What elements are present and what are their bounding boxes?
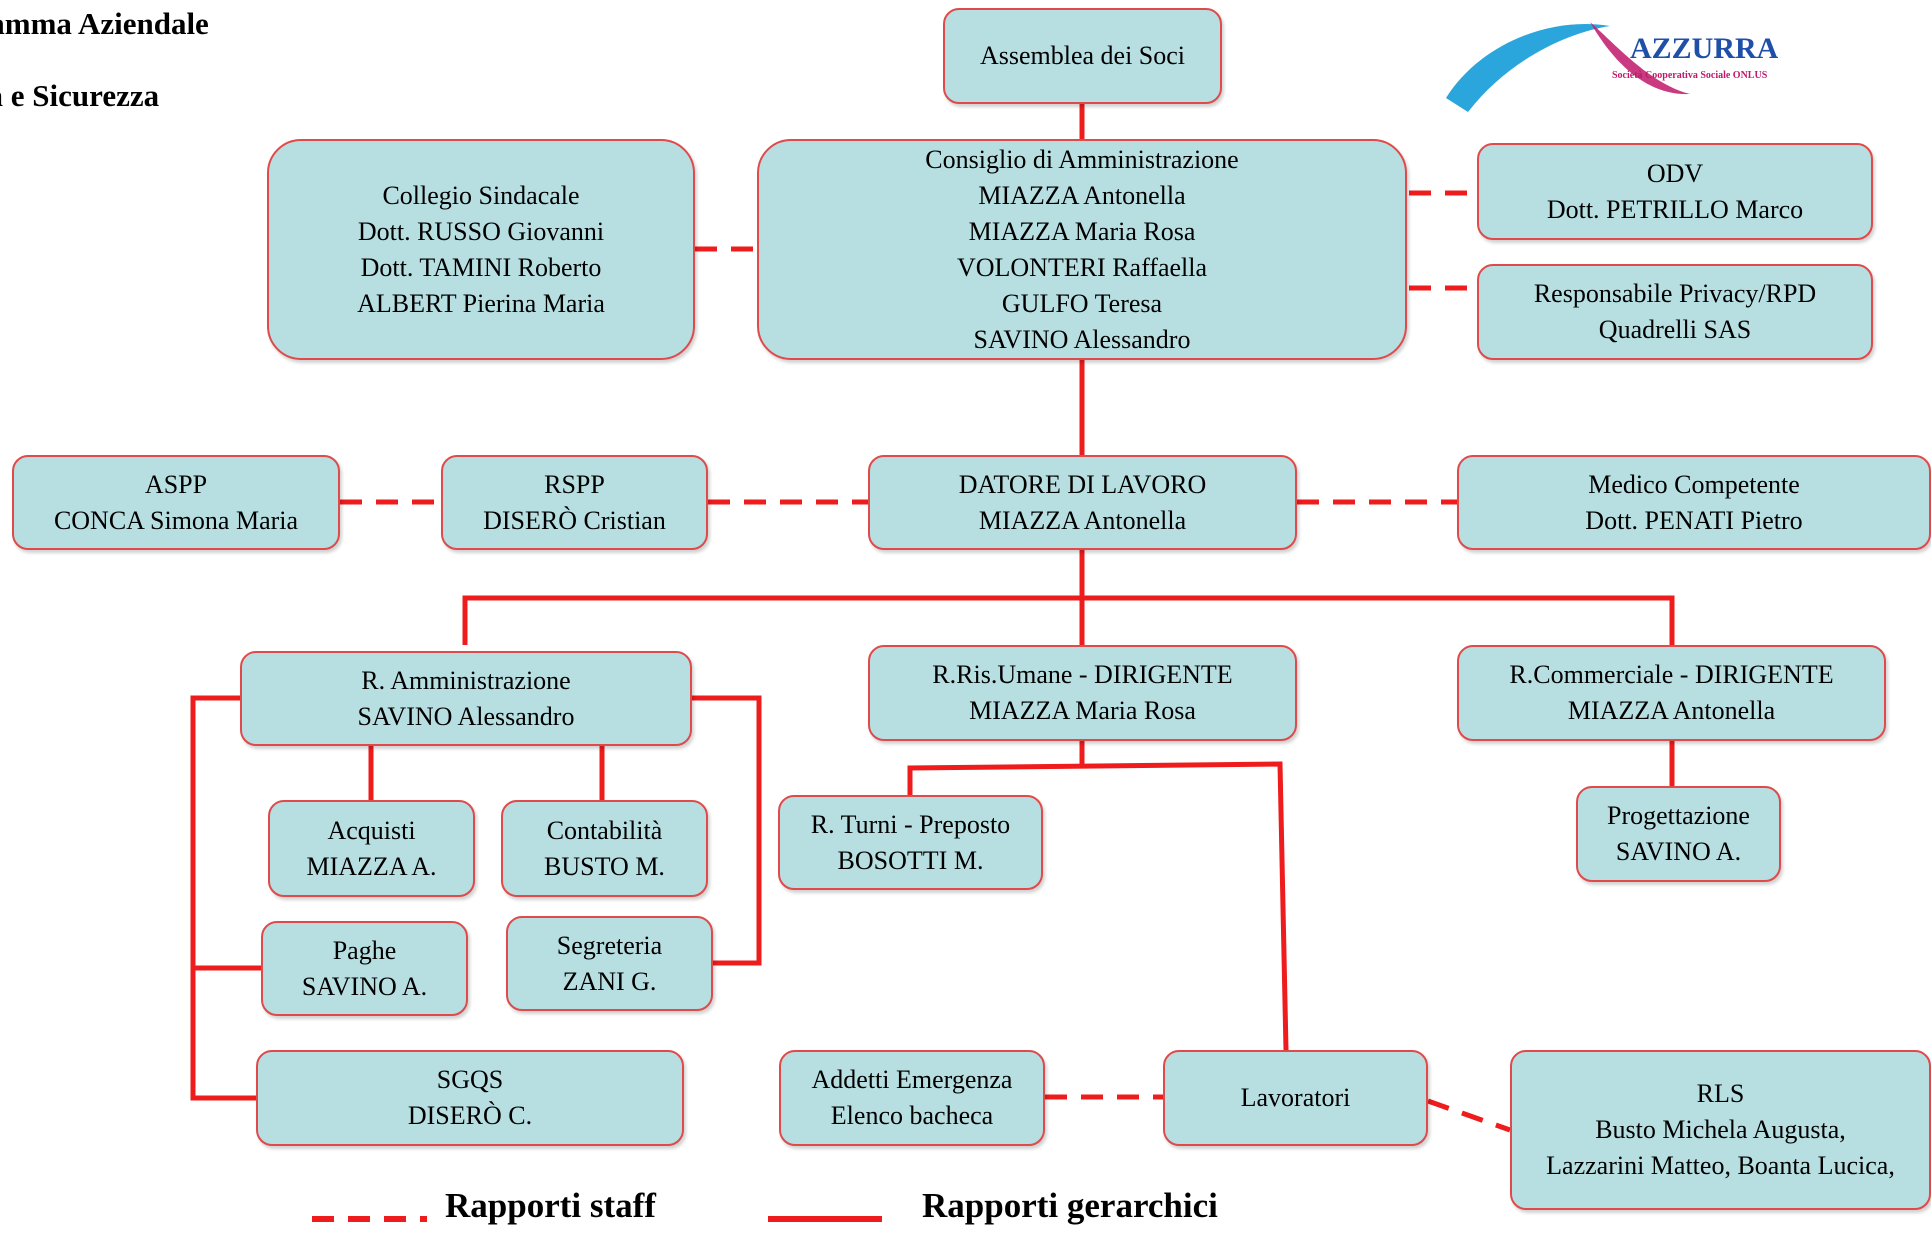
box-title: Assemblea dei Soci [979,41,1186,70]
legend-gerarchici-label: Rapporti gerarchici [922,1186,1218,1225]
box-risorse-umane: R.Ris.Umane - DIRIGENTE MIAZZA Maria Rosa [868,645,1297,741]
box-line: BOSOTTI M. [837,845,984,875]
box-line: ZANI G. [562,966,657,996]
page-title-line1: gramma Aziendale [0,6,209,41]
box-title: SGQS [436,1065,504,1094]
box-title: Responsabile Privacy/RPD [1533,279,1817,308]
box-title: R. Amministrazione [361,665,571,695]
box-line: MIAZZA Antonella [1567,696,1776,725]
box-title: R.Commerciale - DIRIGENTE [1509,660,1834,689]
box-title: Contabilità [546,815,663,845]
box-line: SAVINO A. [301,971,428,1001]
box-title: Addetti Emergenza [811,1065,1013,1094]
box-line: SAVINO Alessandro [973,324,1191,354]
box-title: Consiglio di Amministrazione [925,144,1239,174]
box-datore: DATORE DI LAVORO MIAZZA Antonella [868,455,1297,550]
box-line: SAVINO A. [1615,837,1742,866]
box-title: RLS [1696,1079,1745,1108]
box-title: RSPP [544,469,605,499]
box-line: Dott. TAMINI Roberto [360,252,602,282]
box-title: Progettazione [1607,801,1750,830]
page-title-line2: lità e Sicurezza [0,78,160,113]
box-line: VOLONTERI Raffaella [956,252,1208,282]
logo-brand-text: AZZURRA [1630,32,1779,65]
box-line: Lazzarini Matteo, Boanta Lucica, [1546,1151,1895,1180]
box-line: MIAZZA Maria Rosa [968,216,1196,246]
box-title: Paghe [332,935,397,965]
box-line: Dott. RUSSO Giovanni [357,216,605,246]
logo-tagline-text: Società Cooperativa Sociale ONLUS [1612,70,1768,81]
box-line: Elenco bacheca [830,1101,994,1130]
legend-staff-label: Rapporti staff [445,1186,656,1225]
box-title: Segreteria [556,930,663,960]
box-lavoratori: Lavoratori [1163,1050,1428,1146]
box-title: DATORE DI LAVORO [958,469,1207,499]
box-line: MIAZZA Antonella [978,180,1186,210]
line-amm-right [692,695,762,966]
box-line: SAVINO Alessandro [357,701,575,731]
box-line: GULFO Teresa [1001,288,1163,318]
box-line: BUSTO M. [544,851,665,881]
box-title: Lavoratori [1240,1083,1351,1112]
box-line: Dott. PENATI Pietro [1585,505,1803,535]
box-line: MIAZZA Antonella [978,505,1187,535]
box-title: R. Turni - Preposto [810,809,1011,839]
box-line: Dott. PETRILLO Marco [1546,194,1804,224]
box-line: MIAZZA Maria Rosa [969,696,1196,725]
box-line: ALBERT Pierina Maria [357,288,605,318]
box-title: Acquisti [327,815,416,845]
azzurra-logo-graphic: AZZURRA Società Cooperativa Sociale ONLU… [1446,22,1779,112]
box-line: DISERÒ C. [407,1101,533,1130]
box-line: Quadrelli SAS [1598,315,1752,344]
box-title: Medico Competente [1588,469,1800,499]
box-line: CONCA Simona Maria [53,505,299,535]
box-sgqs: SGQS DISERÒ C. [256,1050,684,1146]
line-amm-left [190,695,256,1101]
line-lavoratori-rls [1427,1098,1511,1133]
line-branch-h [462,595,1675,645]
line-rh-split [907,761,1289,1051]
box-title: Collegio Sindacale [382,180,580,210]
box-title: ODV [1646,158,1704,188]
box-line: Busto Michela Augusta, [1595,1115,1846,1144]
box-assemblea: Assemblea dei Soci [943,8,1222,104]
box-aspp: ASPP CONCA Simona Maria [12,455,340,550]
box-commerciale: R.Commerciale - DIRIGENTE MIAZZA Antonell… [1457,645,1886,741]
box-privacy: Responsabile Privacy/RPD Quadrelli SAS [1477,264,1873,360]
azzurra-logo: AZZURRA Società Cooperativa Sociale ONLU… [1440,14,1840,114]
box-title: ASPP [144,469,208,499]
box-line: MIAZZA A. [306,851,437,881]
box-line: DISERÒ Cristian [483,505,666,535]
box-title: R.Ris.Umane - DIRIGENTE [932,660,1233,689]
box-odv: ODV Dott. PETRILLO Marco [1477,143,1873,240]
box-rls: RLS Busto Michela Augusta, Lazzarini Matte… [1510,1050,1931,1210]
box-rspp: RSPP DISERÒ Cristian [441,455,708,550]
